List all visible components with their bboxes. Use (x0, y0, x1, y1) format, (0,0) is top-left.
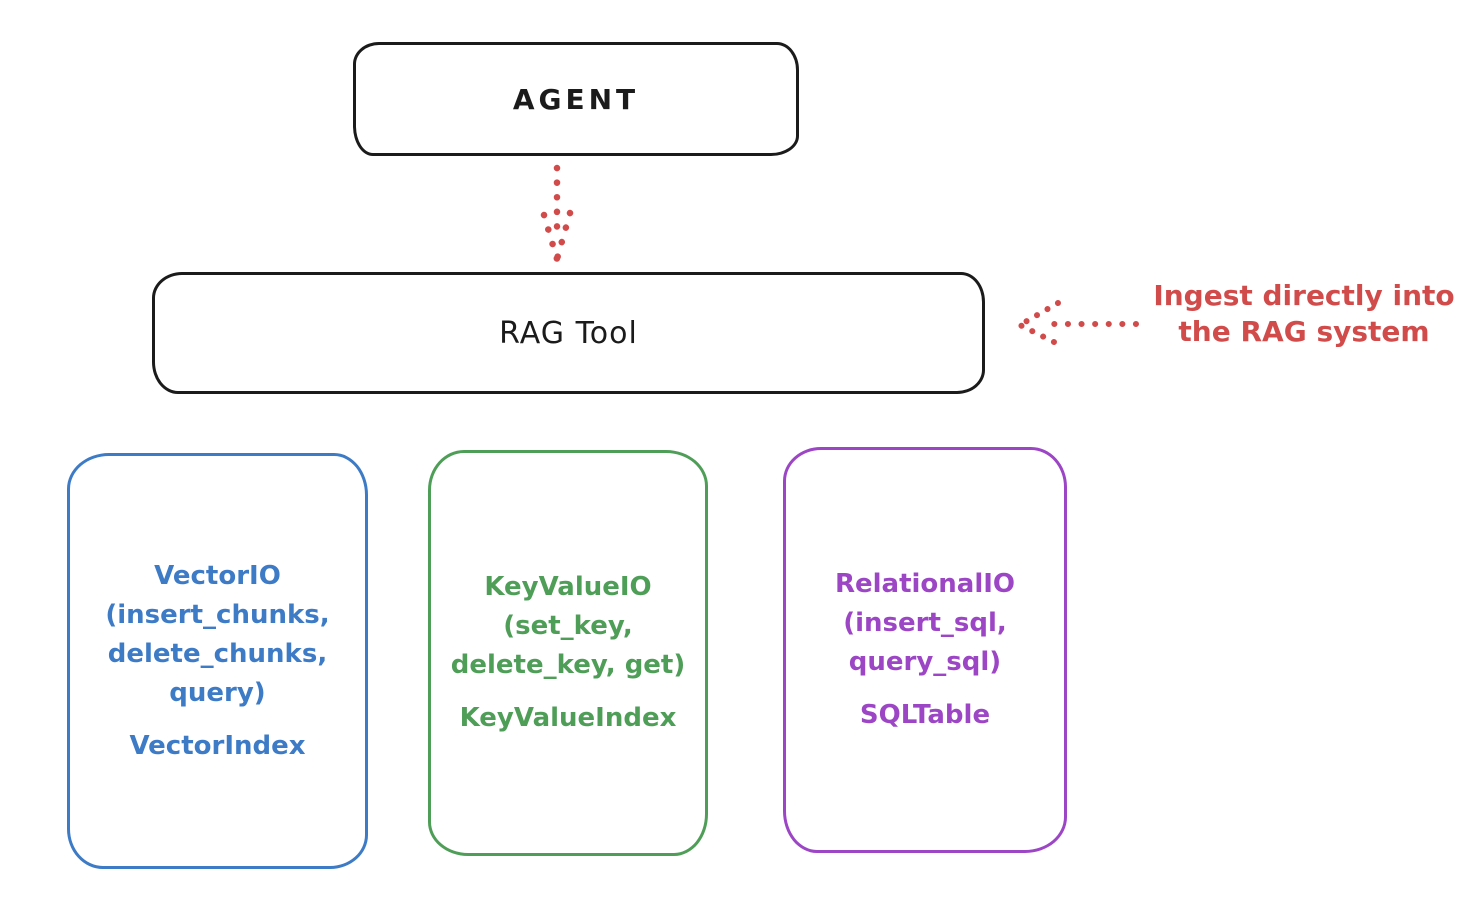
agent-node: AGENT (353, 42, 799, 156)
ingest-note: Ingest directly into the RAG system (1153, 279, 1455, 348)
relationalio-index-label: SQLTable (859, 700, 991, 730)
arrow-left-dotted-icon (1017, 300, 1139, 345)
relationalio-node: RelationalIO (insert_sql, query_sql) SQL… (783, 447, 1067, 853)
rag-tool-label: RAG Tool (499, 315, 638, 351)
vectorio-title: VectorIO (insert_chunks, delete_chunks, … (105, 560, 330, 708)
vectorio-index-label: VectorIndex (129, 730, 306, 761)
keyvalueio-index-label: KeyValueIndex (459, 703, 677, 733)
rag-tool-node: RAG Tool (152, 272, 985, 394)
keyvalueio-node: KeyValueIO (set_key, delete_key, get) Ke… (428, 450, 708, 856)
agent-label: AGENT (512, 82, 640, 116)
arrow-down-dotted-icon (540, 164, 574, 263)
keyvalueio-title: KeyValueIO (set_key, delete_key, get) (450, 572, 686, 680)
relationalio-title: RelationalIO (insert_sql, query_sql) (834, 569, 1016, 677)
vectorio-node: VectorIO (insert_chunks, delete_chunks, … (67, 453, 368, 869)
